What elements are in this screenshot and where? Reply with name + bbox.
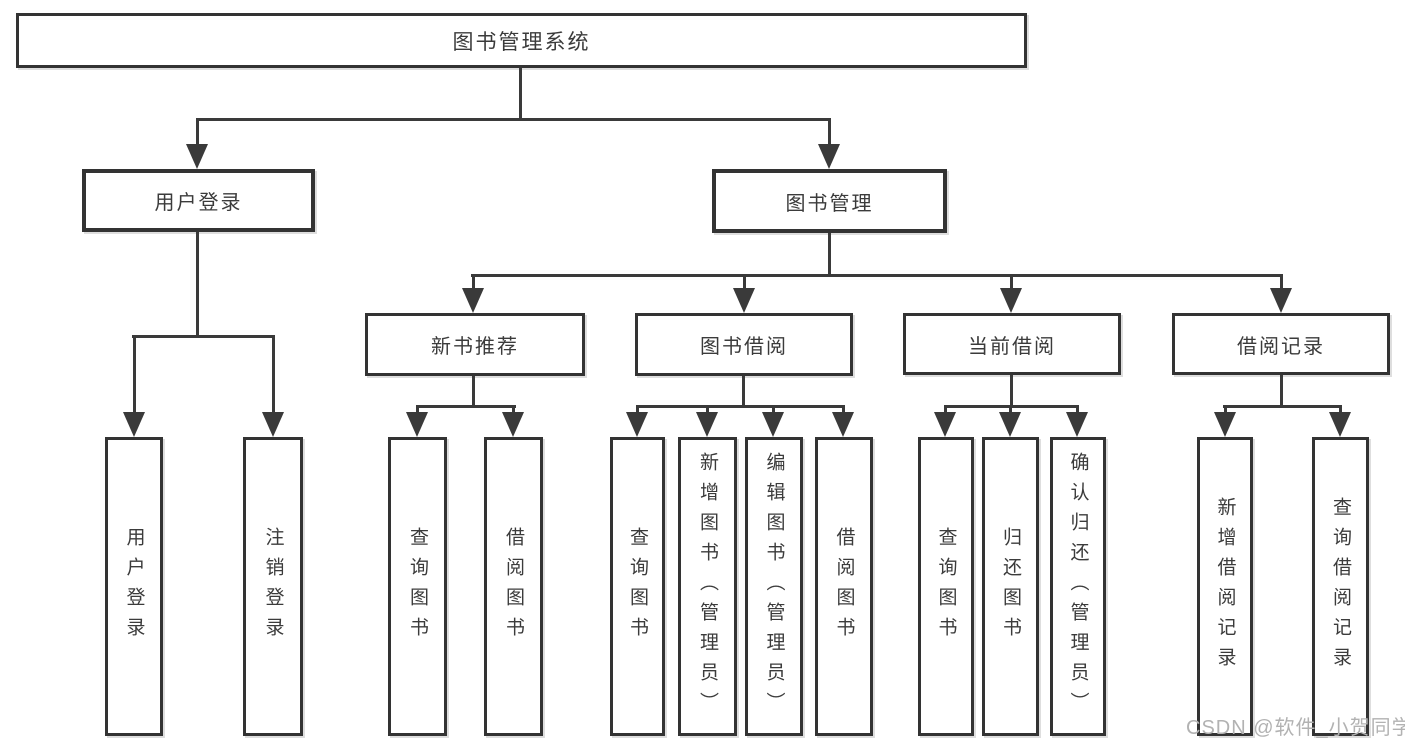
arrow-down-icon <box>1270 288 1292 313</box>
leaf-borrow-books: 借阅图书 <box>815 437 873 736</box>
connector-line <box>1009 405 1012 415</box>
watermark-text: CSDN @软件_小贺同学 <box>1186 717 1405 739</box>
node-library-management-system: 图书管理系统 <box>16 13 1027 68</box>
connector-line <box>636 405 845 408</box>
connector-line <box>471 274 1282 277</box>
leaf-query-books: 查询图书 <box>918 437 974 736</box>
connector-line <box>196 118 831 121</box>
connector-line <box>828 118 831 148</box>
leaf-label: 查询借阅记录 <box>1330 496 1351 677</box>
arrow-down-icon <box>186 144 208 169</box>
arrow-down-icon <box>934 412 956 437</box>
arrow-down-icon <box>1214 412 1236 437</box>
arrow-down-icon <box>462 288 484 313</box>
arrow-down-icon <box>262 412 284 437</box>
leaf-confirm-return-admin: 确认归还（管理员） <box>1050 437 1106 736</box>
connector-line <box>706 405 709 415</box>
arrow-down-icon <box>626 412 648 437</box>
connector-line <box>636 405 639 415</box>
node-book-management: 图书管理 <box>712 169 947 233</box>
leaf-query-borrow-record: 查询借阅记录 <box>1312 437 1369 736</box>
leaf-query-books: 查询图书 <box>610 437 665 736</box>
leaf-label: 新增借阅记录 <box>1214 496 1236 677</box>
arrow-down-icon <box>123 412 145 437</box>
leaf-label: 新增图书（管理员） <box>697 451 718 722</box>
connector-line <box>1224 405 1227 415</box>
leaf-label: 查询图书 <box>407 526 428 647</box>
arrow-down-icon <box>406 412 428 437</box>
leaf-label: 借阅图书 <box>503 526 524 647</box>
node-current-borrowing: 当前借阅 <box>903 313 1121 375</box>
arrow-down-icon <box>1329 412 1351 437</box>
connector-line <box>828 233 831 276</box>
leaf-query-books: 查询图书 <box>388 437 447 736</box>
leaf-label: 查询图书 <box>627 526 648 647</box>
arrow-down-icon <box>696 412 718 437</box>
leaf-edit-books-admin: 编辑图书（管理员） <box>745 437 803 736</box>
connector-line <box>772 405 775 415</box>
connector-line <box>743 274 746 290</box>
connector-line <box>1339 405 1342 415</box>
leaf-label: 确认归还（管理员） <box>1067 451 1089 722</box>
connector-line <box>1280 375 1283 407</box>
leaf-user-login: 用户登录 <box>105 437 163 736</box>
leaf-add-books-admin: 新增图书（管理员） <box>678 437 737 736</box>
leaf-label: 查询图书 <box>935 526 957 647</box>
connector-line <box>133 335 136 414</box>
arrow-down-icon <box>999 412 1021 437</box>
leaf-add-borrow-record: 新增借阅记录 <box>1197 437 1253 736</box>
arrow-down-icon <box>762 412 784 437</box>
leaf-label: 用户登录 <box>123 526 145 647</box>
connector-line <box>416 405 419 415</box>
leaf-label: 归还图书 <box>1000 526 1021 647</box>
node-new-book-recommendation: 新书推荐 <box>365 313 585 376</box>
arrow-down-icon <box>733 288 755 313</box>
connector-line <box>1223 405 1342 408</box>
connector-line <box>1010 375 1013 407</box>
leaf-return-books: 归还图书 <box>982 437 1039 736</box>
arrow-down-icon <box>502 412 524 437</box>
connector-line <box>472 274 475 290</box>
leaf-label: 借阅图书 <box>833 526 855 647</box>
connector-line <box>512 405 515 415</box>
arrow-down-icon <box>1066 412 1088 437</box>
connector-line <box>742 376 745 407</box>
connector-line <box>519 68 522 118</box>
connector-line <box>842 405 845 415</box>
leaf-borrow-books: 借阅图书 <box>484 437 543 736</box>
node-borrowing-records: 借阅记录 <box>1172 313 1390 375</box>
leaf-label: 注销登录 <box>262 526 284 647</box>
connector-line <box>1280 274 1283 290</box>
connector-line <box>196 232 199 338</box>
connector-line <box>1010 274 1013 290</box>
arrow-down-icon <box>832 412 854 437</box>
connector-line <box>944 405 947 415</box>
connector-line <box>272 335 275 414</box>
connector-line <box>196 118 199 148</box>
leaf-logout-login: 注销登录 <box>243 437 303 736</box>
connector-line <box>472 376 475 407</box>
node-book-borrowing: 图书借阅 <box>635 313 853 376</box>
leaf-label: 编辑图书（管理员） <box>763 451 785 722</box>
arrow-down-icon <box>1000 288 1022 313</box>
connector-line <box>132 335 275 338</box>
arrow-down-icon <box>818 144 840 169</box>
node-user-login: 用户登录 <box>82 169 315 232</box>
connector-line <box>1076 405 1079 415</box>
connector-line <box>416 405 516 408</box>
